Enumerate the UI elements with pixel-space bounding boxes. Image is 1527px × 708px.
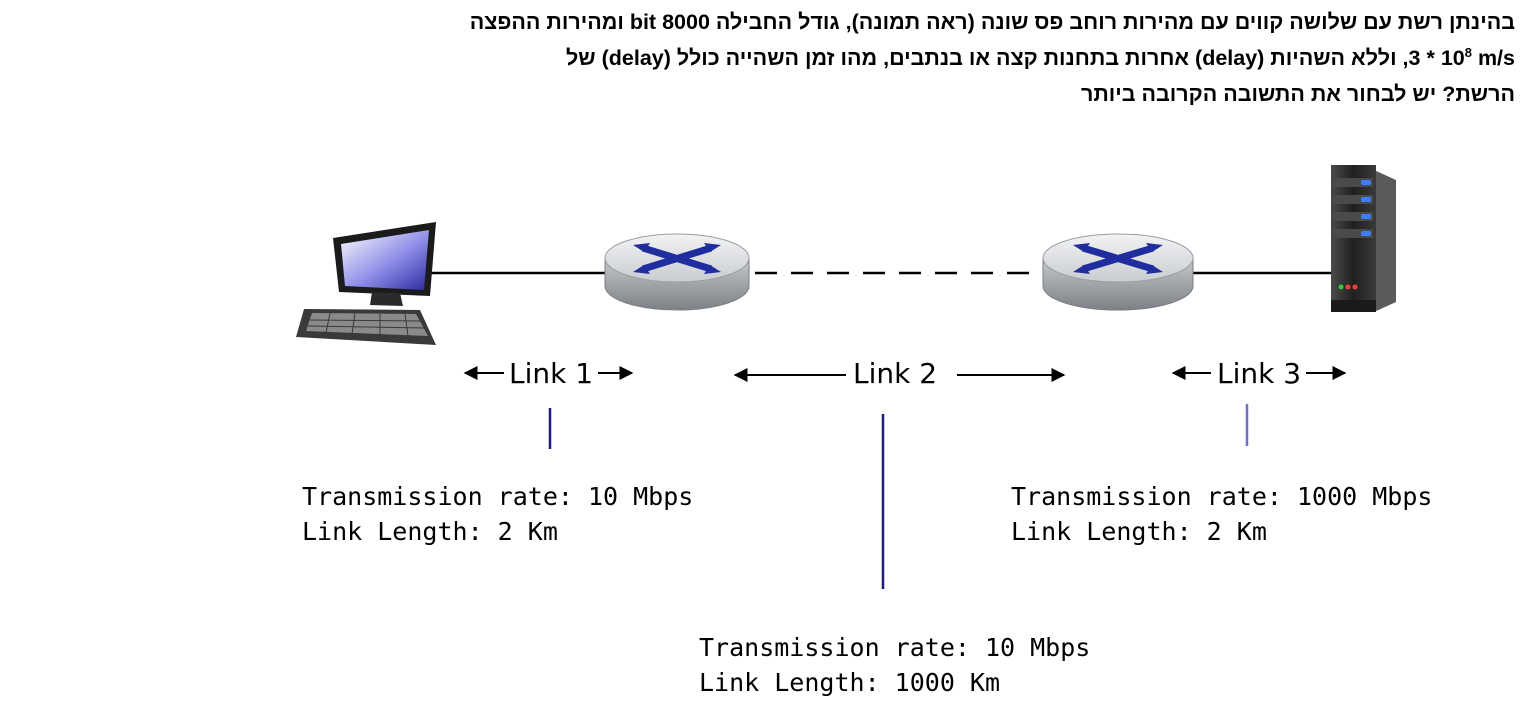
link-2-rate: Transmission rate: 10 Mbps	[699, 633, 1090, 662]
link-1-rate: Transmission rate: 10 Mbps	[302, 482, 693, 511]
question-line-2: 3 * 108 m/s, וללא השהיות (delay) אחרות ב…	[30, 40, 1515, 76]
link-3-length: Link Length: 2 Km	[1011, 517, 1267, 546]
link-3-rate: Transmission rate: 1000 Mbps	[1011, 482, 1432, 511]
link-2-label: Link 2	[853, 357, 937, 390]
link-3-label: Link 3	[1217, 357, 1301, 390]
link-1-label: Link 1	[509, 357, 593, 390]
speed-unit: m/s	[1471, 46, 1515, 70]
question-text: בהינתן רשת עם שלושה קווים עם מהירות רוחב…	[30, 4, 1515, 112]
propagation-speed: 3 * 108 m/s	[1409, 46, 1515, 70]
laptop-icon	[296, 222, 436, 345]
link-2-length: Link Length: 1000 Km	[699, 668, 1000, 697]
router-icon-right	[1042, 233, 1194, 311]
question-line-1: בהינתן רשת עם שלושה קווים עם מהירות רוחב…	[469, 10, 1515, 34]
question-line-3: הרשת? יש לבחור את התשובה הקרובה ביותר	[1080, 82, 1515, 106]
router-icon	[604, 233, 750, 311]
link-1-length: Link Length: 2 Km	[302, 517, 558, 546]
speed-exponent: 8	[1464, 44, 1472, 60]
speed-prefix: 3 * 10	[1408, 46, 1465, 70]
question-line-2-rest: , וללא השהיות (delay) אחרות בתחנות קצה א…	[566, 46, 1409, 70]
server-icon	[1331, 165, 1396, 312]
